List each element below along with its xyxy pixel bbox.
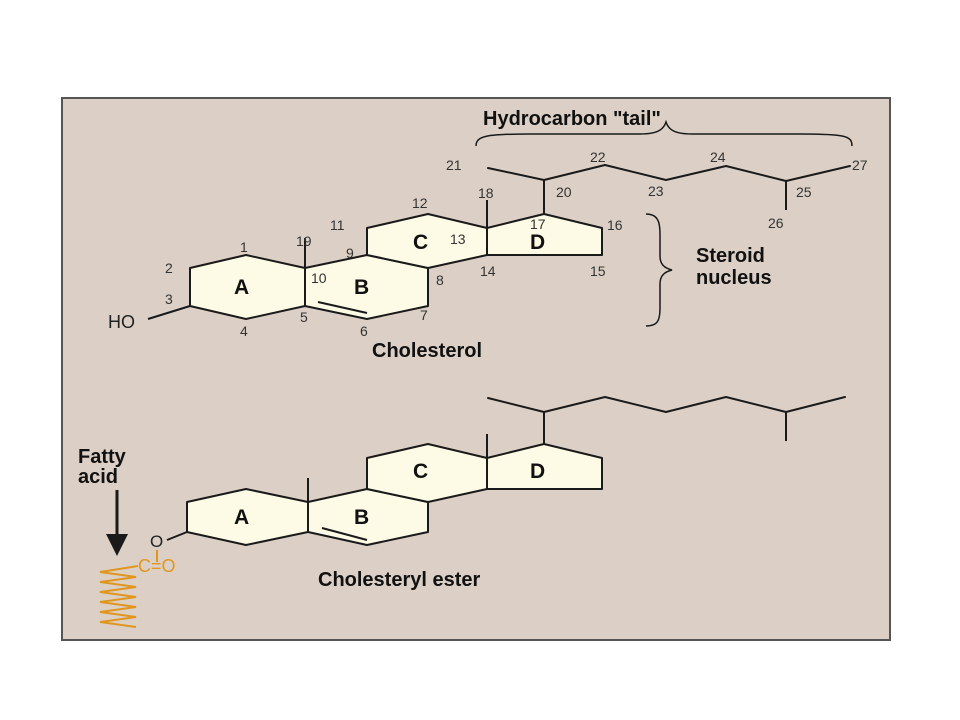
- ester-title: Cholesteryl ester: [318, 569, 481, 591]
- ho-bond: [147, 305, 191, 320]
- ester-ring-c-label: C: [413, 460, 428, 483]
- ring-d: [486, 213, 603, 256]
- carbon-2: 2: [165, 260, 173, 276]
- cholesterol-title: Cholesterol: [372, 340, 482, 362]
- ring-a-label: A: [234, 276, 249, 299]
- carbon-22: 22: [590, 149, 606, 165]
- carbon-21: 21: [446, 157, 462, 173]
- carbon-numbers: 1 2 3 4 5 6 7 8 9 10 11 12 13 14 15 16 1…: [165, 149, 868, 339]
- carbon-3: 3: [165, 291, 173, 307]
- carbon-8: 8: [436, 272, 444, 288]
- ester-o-bond: [166, 531, 188, 541]
- carbon-18: 18: [478, 185, 494, 201]
- ring-c-label: C: [413, 231, 428, 254]
- carbon-1: 1: [240, 239, 248, 255]
- carbon-27: 27: [852, 157, 868, 173]
- carbon-24: 24: [710, 149, 726, 165]
- carbon-20: 20: [556, 184, 572, 200]
- carbon-10: 10: [311, 270, 327, 286]
- carbon-5: 5: [300, 309, 308, 325]
- fatty-acid-chain: [99, 565, 139, 628]
- acid-label: acid: [78, 466, 118, 488]
- fatty-acid-arrow-head: [106, 534, 128, 556]
- ester-oxygen: O: [150, 532, 163, 551]
- nucleus-label: nucleus: [696, 267, 772, 289]
- ester-ring-a-label: A: [234, 506, 249, 529]
- ester-ring-d-label: D: [530, 460, 545, 483]
- double-bond-5-6: [317, 301, 368, 314]
- carbon-19: 19: [296, 233, 312, 249]
- carbon-12: 12: [412, 195, 428, 211]
- ester-double-bond: [321, 527, 368, 541]
- carbon-6: 6: [360, 323, 368, 339]
- steroid-label: Steroid: [696, 245, 765, 267]
- ester-tail: [487, 396, 846, 444]
- ring-b-label: B: [354, 276, 369, 299]
- carbon-15: 15: [590, 263, 606, 279]
- carbon-11: 11: [330, 217, 345, 233]
- carbon-13: 13: [450, 231, 466, 247]
- carbon-14: 14: [480, 263, 496, 279]
- hydroxyl-label: HO: [108, 312, 135, 332]
- carbon-16: 16: [607, 217, 623, 233]
- ester-ring-d: [486, 443, 603, 490]
- carbonyl-label: C=O: [138, 556, 176, 576]
- carbon-23: 23: [648, 183, 664, 199]
- carbon-4: 4: [240, 323, 248, 339]
- carbon-26: 26: [768, 215, 784, 231]
- cholesterol-structure: [147, 164, 851, 320]
- carbon-17: 17: [530, 216, 546, 232]
- hydrocarbon-tail: [487, 164, 851, 214]
- hydrocarbon-tail-label: Hydrocarbon "tail": [483, 108, 661, 130]
- nucleus-brace: [645, 213, 673, 327]
- carbon-25: 25: [796, 184, 812, 200]
- tail-brace: [475, 119, 853, 147]
- diagram-panel: [61, 97, 891, 641]
- ester-ring-b-label: B: [354, 506, 369, 529]
- fatty-label: Fatty: [78, 446, 127, 468]
- carbon-9: 9: [346, 245, 354, 261]
- ring-d-label: D: [530, 231, 545, 254]
- ester-structure: [166, 396, 846, 546]
- carbon-7: 7: [420, 307, 428, 323]
